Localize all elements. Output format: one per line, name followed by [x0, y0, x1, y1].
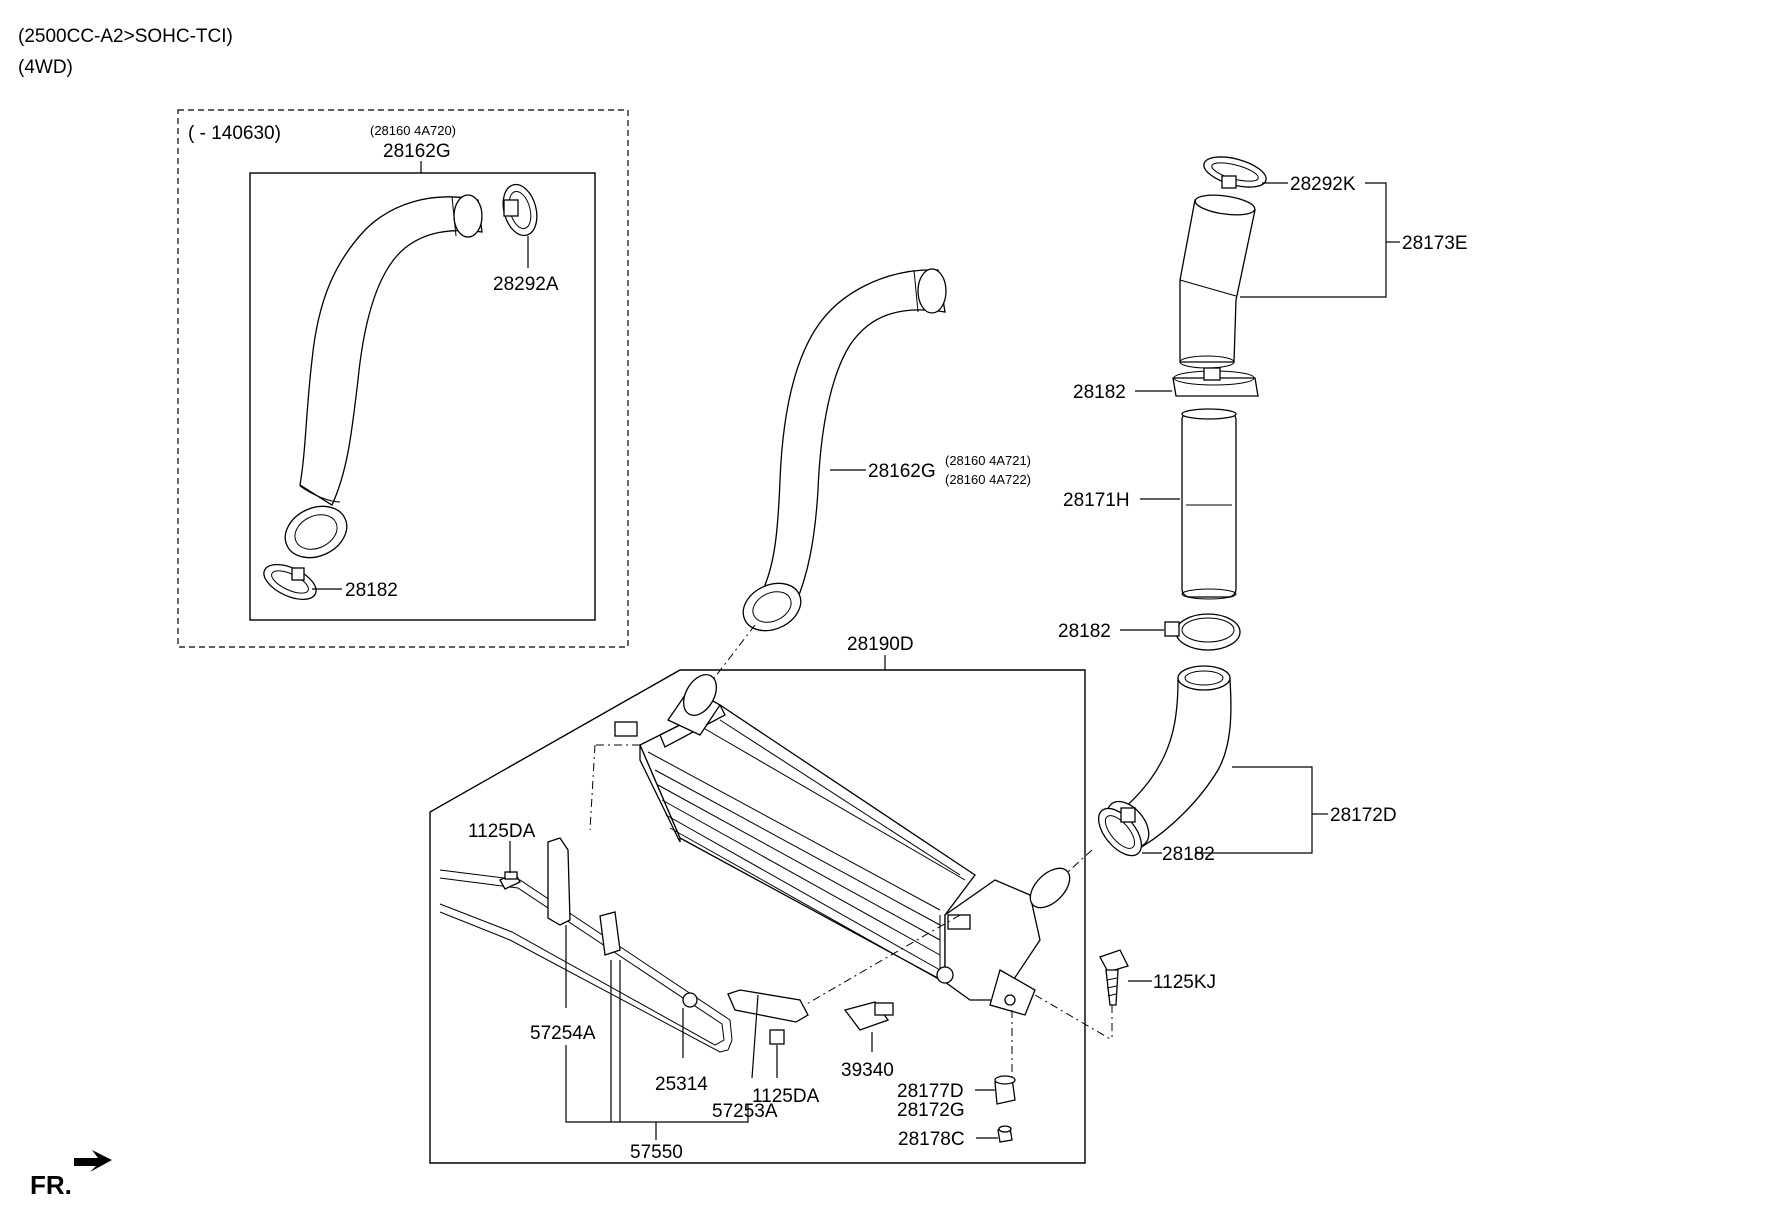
- front-indicator-label: FR.: [30, 1170, 72, 1200]
- bracket-57254a-label: 57254A: [530, 1023, 596, 1044]
- clamp-right-1-part: [1172, 367, 1259, 397]
- intercooler-group-box: [429, 669, 1086, 1164]
- hose-center-part: [742, 268, 947, 632]
- hose-upper-left-label: 28162G: [383, 141, 451, 162]
- center-line: [804, 914, 961, 1006]
- bracket-57253a-label: 57253A: [712, 1101, 778, 1122]
- clamp-left-lower-part: [263, 564, 317, 600]
- center-line: [1034, 994, 1113, 1041]
- hose-center-ref-1-label: (28160 4A721): [945, 453, 1031, 468]
- date-range-label: ( - 140630): [188, 123, 281, 144]
- clamp-left-lower-label: 28182: [345, 580, 398, 601]
- intercooler-part: [614, 674, 1071, 1016]
- sensor-39340-label: 39340: [841, 1060, 894, 1081]
- clamp-28292a-label: 28292A: [493, 274, 559, 295]
- assy-28173e-label: 28173E: [1402, 233, 1468, 254]
- hose-center-ref-2-label: (28160 4A722): [945, 472, 1031, 487]
- insulator-28177d-part: [994, 1075, 1016, 1105]
- clamp-28292a-part: [502, 183, 538, 237]
- leader-line: [751, 994, 759, 1079]
- clamp-right-3-label: 28182: [1162, 844, 1215, 865]
- clamp-28292k-part: [1203, 156, 1267, 189]
- clamp-28292k-label: 28292K: [1290, 174, 1356, 195]
- clamp-right-3-part: [1097, 807, 1143, 857]
- hose-assy-57550-part: [439, 837, 733, 1053]
- collar-28178c-label: 28178C: [898, 1129, 965, 1150]
- center-line: [589, 744, 596, 831]
- bolt-1125kj-part: [1099, 949, 1129, 1006]
- superseded-group-box: [177, 109, 629, 648]
- hose-kit-box: [249, 172, 596, 621]
- bracket-57253a-part: [727, 989, 809, 1023]
- bracket-line: [1195, 766, 1313, 854]
- front-arrow-icon: [74, 1150, 112, 1172]
- bracket-line: [1240, 182, 1387, 298]
- bolt-1125da-upper-part: [499, 871, 521, 890]
- hose-upper-left-ref-label: (28160 4A720): [370, 123, 456, 138]
- center-line: [704, 624, 756, 691]
- collar-28178c-part: [997, 1125, 1013, 1143]
- pipe-28171h-part: [1181, 408, 1237, 600]
- hose-upper-left-part: [284, 194, 483, 559]
- engine-spec-label: (2500CC-A2>SOHC-TCI): [18, 26, 233, 47]
- sensor-39340-part: [843, 1001, 894, 1031]
- bolt-1125da-lower-label: 1125DA: [752, 1086, 820, 1107]
- hose-center-label: 28162G: [868, 461, 936, 482]
- intercooler-label: 28190D: [847, 634, 914, 655]
- clamp-right-2-label: 28182: [1058, 621, 1111, 642]
- bolt-1125da-lower-part: [769, 1029, 785, 1045]
- bolt-1125da-upper-label: 1125DA: [468, 821, 536, 842]
- drive-spec-label: (4WD): [18, 57, 73, 78]
- pipe-28171h-label: 28171H: [1063, 490, 1130, 511]
- bolt-25314-label: 25314: [655, 1074, 708, 1095]
- clamp-right-2-part: [1164, 613, 1241, 651]
- bolt-1125kj-label: 1125KJ: [1153, 972, 1216, 993]
- hose-28173e-part: [1179, 194, 1256, 369]
- insulator-28172g-label: 28172G: [897, 1100, 965, 1121]
- insulator-28177d-label: 28177D: [897, 1081, 964, 1102]
- hose-assy-57550-label: 57550: [630, 1142, 683, 1163]
- hose-28172d-label: 28172D: [1330, 805, 1397, 826]
- bracket-line: [565, 1045, 749, 1123]
- clamp-right-1-label: 28182: [1073, 382, 1126, 403]
